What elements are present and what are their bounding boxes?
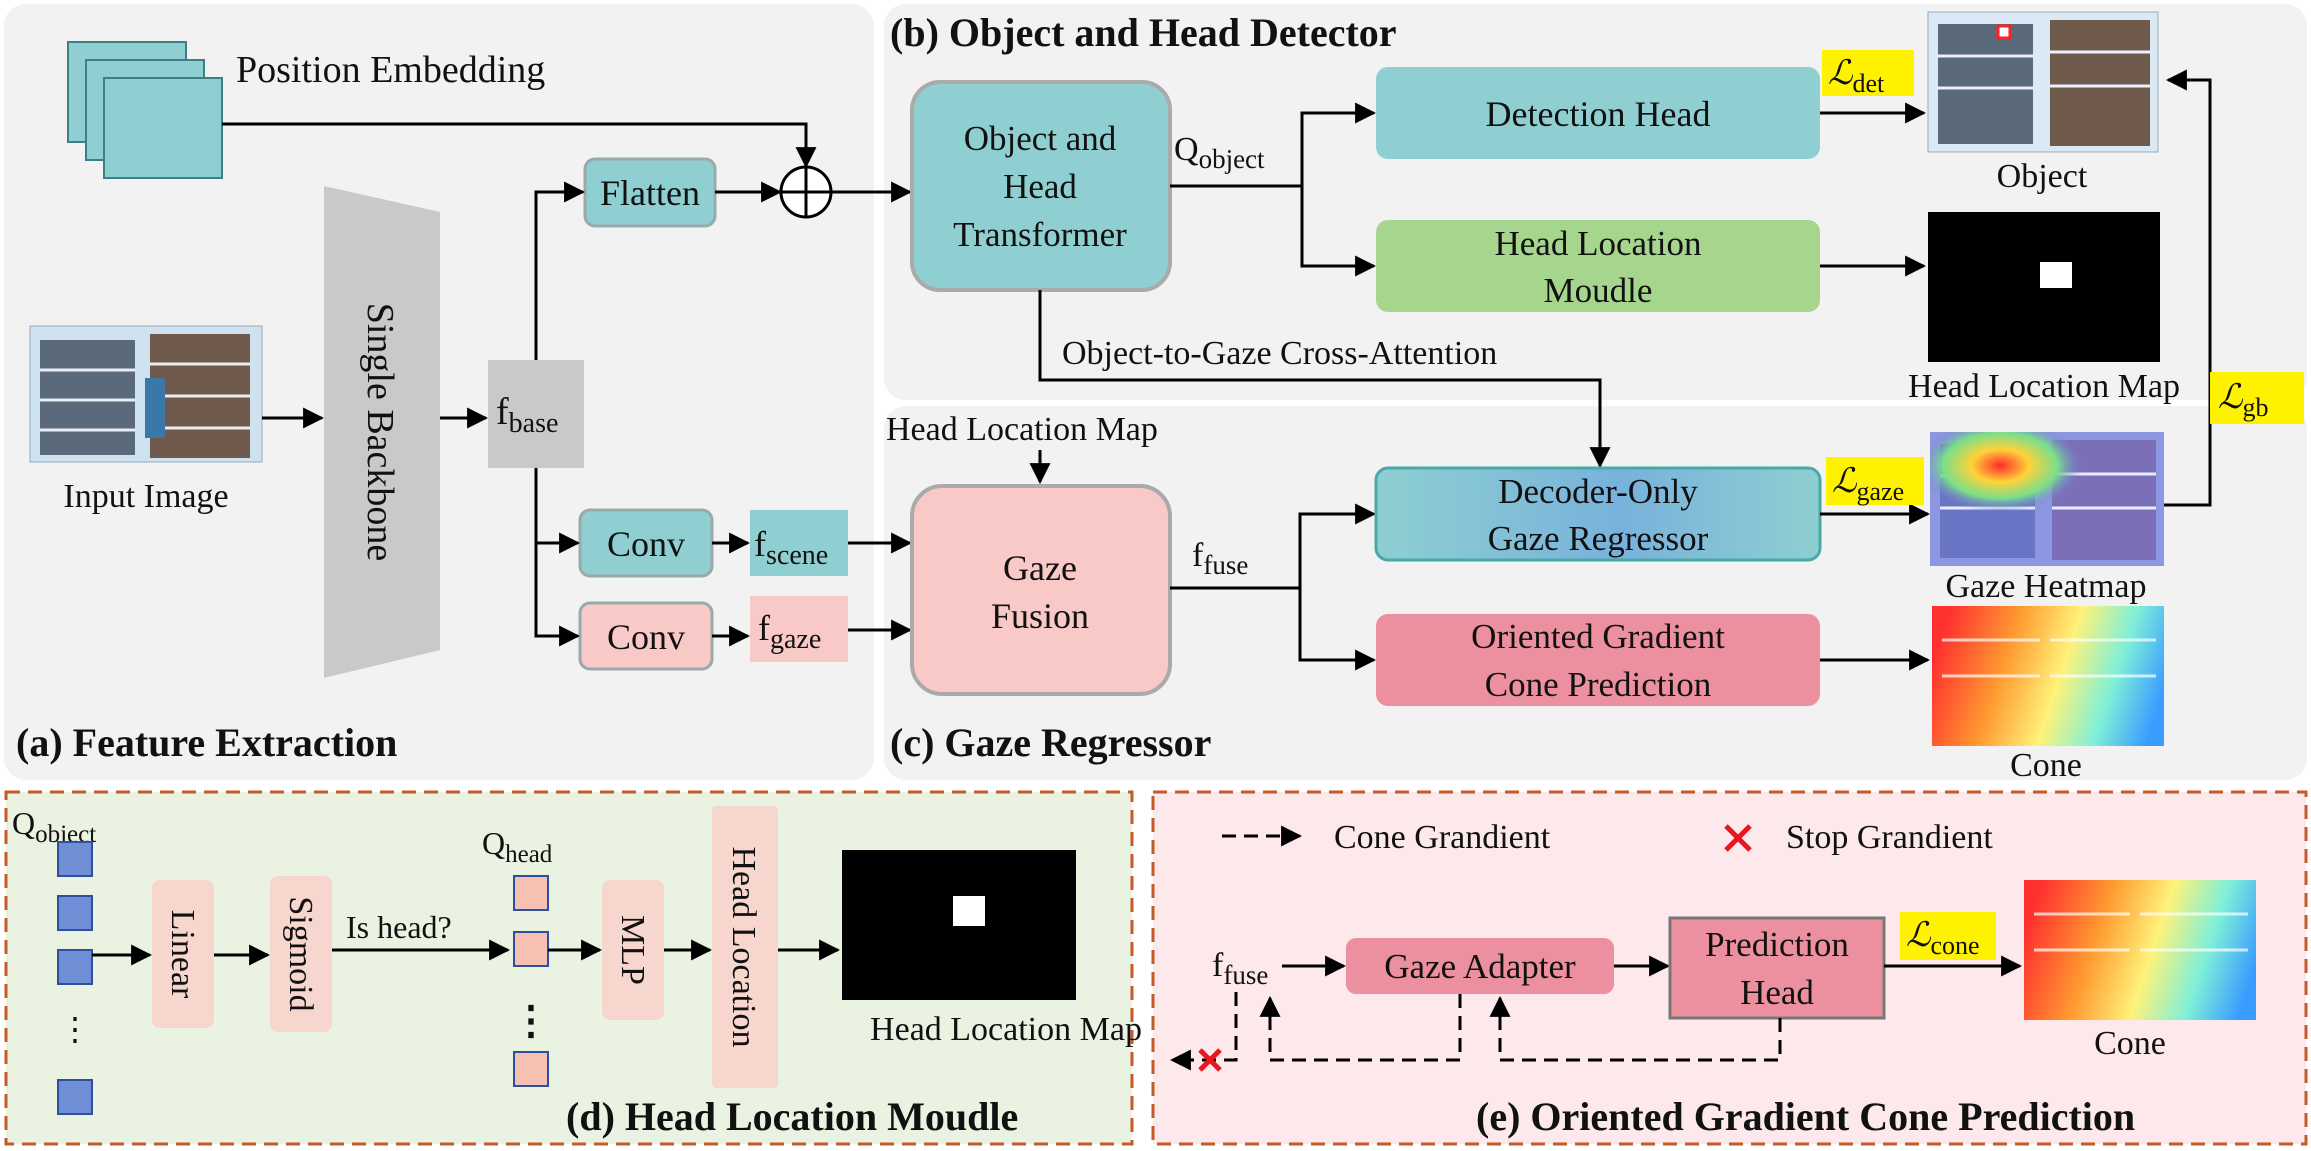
position-embedding-icon: [67, 41, 223, 179]
q-object-label: Qobject: [1174, 131, 1265, 174]
single-backbone-label: Single Backbone: [359, 303, 401, 562]
cone-gradient-path-prediction: [1489, 995, 1782, 1062]
legend-stop-gradient-label: Stop Grandient: [1786, 819, 1993, 856]
arrow-to-cone-prediction: [1298, 588, 1377, 671]
cone-image-e: [2024, 880, 2256, 1020]
panel-d-title: (d) Head Location Moudle: [566, 1094, 1018, 1139]
head-location-module-label-line1: Head Location: [1495, 224, 1702, 263]
gaze-heatmap-image: [1930, 432, 2164, 566]
mlp-label: MLP: [614, 915, 651, 985]
f-scene-box: [750, 510, 848, 576]
arrow-to-head-location-module: [1300, 186, 1377, 277]
head-location-map-d-head-marker: [953, 896, 985, 926]
f-base-box: [488, 360, 584, 468]
sigmoid-box: [270, 876, 332, 1032]
object-label: Object: [1997, 158, 2088, 195]
linear-label: Linear: [164, 910, 201, 999]
head-location-map-head-marker: [2040, 262, 2072, 288]
gaze-adapter-box: [1346, 938, 1614, 994]
f-gaze-box: [750, 596, 848, 662]
transformer-label-line3: Transformer: [953, 215, 1127, 254]
loss-gaze-label: ℒgaze: [1832, 463, 1904, 506]
sigmoid-label: Sigmoid: [282, 896, 319, 1011]
panel-b-title: (b) Object and Head Detector: [890, 10, 1397, 55]
gaze-fusion-box: [910, 484, 1172, 696]
loss-det-label: ℒdet: [1828, 55, 1885, 98]
loss-gaze-badge: [1826, 457, 1924, 505]
single-backbone-block: [324, 186, 440, 678]
linear-box: [152, 880, 214, 1028]
cross-attention-label: Object-to-Gaze Cross-Attention: [1062, 335, 1497, 372]
q-head-label: Qhead: [482, 825, 553, 868]
panel-e-title: (e) Oriented Gradient Cone Prediction: [1476, 1094, 2135, 1139]
head-location-map-d-label: Head Location Map: [870, 1011, 1142, 1048]
f-scene-label: fscene: [754, 524, 828, 571]
loss-gb-label: ℒgb: [2218, 379, 2269, 422]
position-embedding-label: Position Embedding: [236, 49, 545, 91]
cone-label-c: Cone: [2010, 747, 2082, 784]
arrow-fbase-to-conv-gaze: [534, 543, 581, 647]
is-head-label: Is head?: [346, 909, 452, 945]
prediction-head-box: [1668, 916, 1886, 1020]
cone-gradient-path-adapter: [1259, 994, 1462, 1062]
cross-attention-arrow: [1038, 290, 1611, 469]
head-location-module-box: [1376, 220, 1820, 312]
f-fuse-e-label: ffuse: [1212, 947, 1268, 990]
panel-a-title: (a) Feature Extraction: [16, 720, 397, 765]
head-location-module-label-line2: Moudle: [1544, 271, 1653, 310]
stopped-gradient-path: [1169, 992, 1238, 1071]
legend-cone-gradient-label: Cone Grandient: [1334, 819, 1551, 856]
q-object-squares: [57, 841, 93, 1115]
add-operator-icon: [779, 165, 833, 219]
input-image: [29, 325, 263, 463]
decoder-label-line1: Decoder-Only: [1498, 472, 1698, 511]
arrow-to-decoder: [1298, 503, 1377, 588]
prediction-head-label-line1: Prediction: [1705, 925, 1849, 964]
input-image-label: Input Image: [63, 478, 228, 515]
flatten-label: Flatten: [600, 173, 700, 213]
loss-cone-label: ℒcone: [1906, 917, 1980, 960]
gaze-fusion-label-line2: Fusion: [991, 596, 1089, 636]
f-fuse-label: ffuse: [1192, 537, 1248, 580]
f-base-label: fbase: [496, 391, 558, 439]
object-image: [1927, 11, 2159, 153]
arrow-fbase-to-flatten: [534, 181, 586, 360]
conv-gaze-label: Conv: [607, 617, 685, 657]
conv-scene-label: Conv: [607, 524, 685, 564]
arrow-to-detection-head: [1300, 102, 1377, 186]
transformer-label-line2: Head: [1003, 167, 1077, 206]
prediction-head-label-line2: Head: [1740, 973, 1814, 1012]
f-gaze-label: fgaze: [758, 608, 821, 655]
decoder-label-line2: Gaze Regressor: [1488, 519, 1709, 558]
cone-image-c: [1932, 606, 2164, 746]
gaze-adapter-label: Gaze Adapter: [1384, 947, 1576, 986]
head-location-label: Head Location: [725, 846, 762, 1047]
head-location-box: [712, 806, 778, 1088]
head-location-map-input-label: Head Location Map: [886, 411, 1158, 448]
loss-gb-badge: [2210, 372, 2304, 424]
loss-cone-badge: [1900, 912, 1996, 960]
stop-gradient-icon: [1724, 824, 1752, 852]
loss-det-badge: [1822, 50, 1914, 96]
cone-prediction-label-line1: Oriented Gradient: [1471, 617, 1725, 656]
q-head-ellipsis: ⋮: [511, 998, 551, 1043]
q-head-squares: [513, 875, 549, 1087]
cone-prediction-label-line2: Cone Prediction: [1485, 665, 1712, 704]
mlp-box: [602, 880, 664, 1020]
panel-c-title: (c) Gaze Regressor: [890, 720, 1211, 765]
head-location-map-label: Head Location Map: [1908, 368, 2180, 405]
stop-gradient-marker-icon: [1198, 1048, 1222, 1072]
arrow-position-to-add: [222, 122, 817, 169]
detection-head-label: Detection Head: [1486, 94, 1711, 134]
detection-head-box: [1376, 67, 1820, 159]
gaze-fusion-label-line1: Gaze: [1003, 548, 1077, 588]
loss-gb-arrow: [2164, 69, 2212, 507]
cone-prediction-box: [1376, 614, 1820, 706]
cone-label-e: Cone: [2094, 1025, 2166, 1062]
gaze-heatmap-label: Gaze Heatmap: [1945, 568, 2146, 605]
q-object-ellipsis: ⋮: [59, 1011, 91, 1047]
transformer-label-line1: Object and: [964, 119, 1117, 158]
